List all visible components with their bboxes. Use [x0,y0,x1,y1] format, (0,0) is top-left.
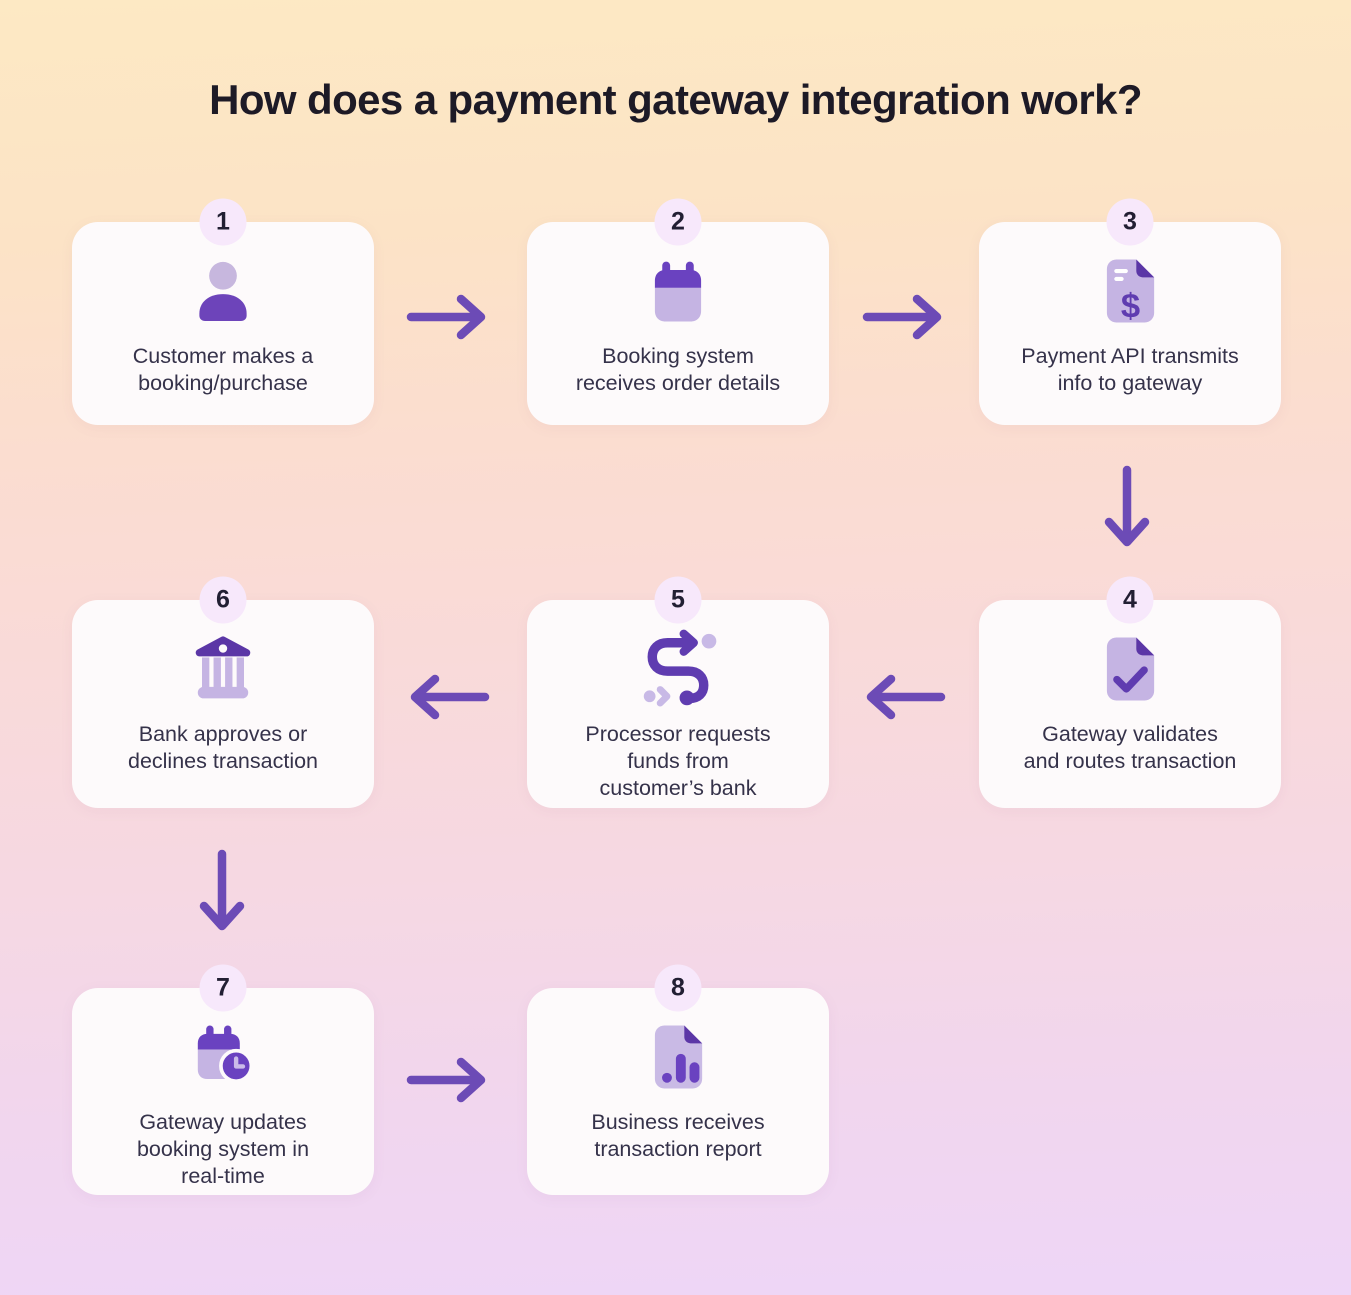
arrow-down-icon [1097,463,1157,555]
step-label: Customer makes a booking/purchase [133,343,313,397]
label-line: booking/purchase [138,371,308,395]
bank-icon [181,627,265,711]
user-icon [181,249,265,333]
step-label: Gateway updates booking system in real-t… [137,1109,309,1190]
step-number-badge: 4 [1106,576,1154,624]
label-line: Business receives [591,1110,765,1134]
label-line: Bank approves or [138,722,308,746]
step-card-7: 7 Gateway updates booking system in real… [72,964,374,1195]
page-title: How does a payment gateway integration w… [209,76,1142,123]
step-label: Gateway validates and routes transaction [1024,721,1237,775]
step-number-badge: 2 [654,198,702,246]
step-card-8: 8 Business receives transaction report [527,964,829,1195]
arrow-down-icon [192,847,252,939]
calendar-clock-icon [181,1015,265,1099]
arrow-left-icon [404,667,492,727]
step-number: 8 [671,973,685,1002]
step-label: Business receives transaction report [591,1109,764,1163]
arrow-right-icon [860,287,948,347]
step-number: 6 [216,585,230,614]
label-line: Gateway validates [1042,722,1218,746]
arrow-right-icon [404,287,492,347]
label-line: info to gateway [1057,371,1203,395]
arrow-right-icon [404,1050,492,1110]
label-line: receives order details [575,371,781,395]
svg-text:$: $ [1121,287,1140,325]
step-number-badge: 8 [654,964,702,1012]
step-number-badge: 6 [199,576,247,624]
step-number: 5 [671,585,685,614]
step-number-badge: 7 [199,964,247,1012]
step-number-badge: 3 [1106,198,1154,246]
step-number-badge: 5 [654,576,702,624]
label-line: funds from [627,749,729,773]
step-label: Bank approves or declines transaction [128,721,318,775]
label-line: Payment API transmits [1021,344,1239,368]
step-card-4: 4 Gateway validates and routes transacti… [979,576,1281,808]
step-label: Payment API transmits info to gateway [1021,343,1238,397]
step-number: 2 [671,207,685,236]
step-label: Processor requests funds from customer’s… [585,721,770,802]
step-card-3: 3 $ Payment API transmits info to gatewa… [979,198,1281,425]
invoice-dollar-icon: $ [1088,249,1172,333]
step-card-1: 1 Customer makes a booking/purchase [72,198,374,425]
label-line: Gateway updates [139,1110,307,1134]
label-line: real-time [181,1164,265,1188]
step-number: 1 [216,207,230,236]
arrow-left-icon [860,667,948,727]
label-line: transaction report [594,1137,762,1161]
step-number-badge: 1 [199,198,247,246]
step-number: 7 [216,973,230,1002]
label-line: declines transaction [127,749,319,773]
label-line: and routes transaction [1023,749,1237,773]
step-label: Booking system receives order details [576,343,780,397]
step-card-2: 2 Booking system receives order details [527,198,829,425]
route-arrow-icon [636,627,720,711]
step-number: 4 [1123,585,1137,614]
step-card-5: 5 Processor requests funds from customer… [527,576,829,808]
document-check-icon [1088,627,1172,711]
label-line: customer’s bank [599,776,757,800]
report-document-icon [636,1015,720,1099]
step-number: 3 [1123,207,1137,236]
label-line: booking system in [136,1137,310,1161]
label-line: Booking system [602,344,754,368]
step-card-6: 6 Bank approves or declines transaction [72,576,374,808]
label-line: Processor requests [585,722,771,746]
calendar-icon [636,249,720,333]
label-line: Customer makes a [132,344,314,368]
